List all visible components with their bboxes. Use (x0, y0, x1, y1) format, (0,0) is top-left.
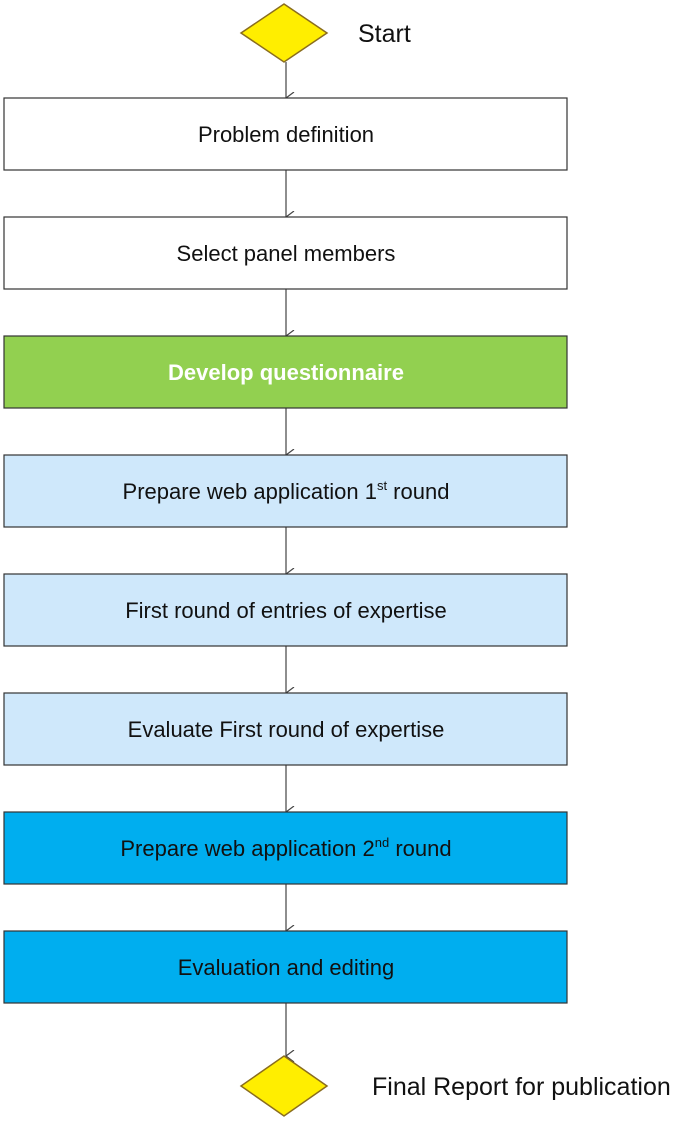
step-box-3: Develop questionnaire (3, 335, 568, 409)
start-diamond (239, 3, 329, 63)
end-label: Final Report for publication (372, 1073, 671, 1101)
step-label-main: Develop questionnaire (168, 360, 404, 385)
step-box-7: Prepare web application 2nd round (3, 811, 568, 885)
step-box-5: First round of entries of expertise (3, 573, 568, 647)
step-label: Prepare web application 2nd round (120, 835, 451, 861)
step-rect (3, 454, 568, 528)
step-rect (3, 811, 568, 885)
step-label: Evaluate First round of expertise (128, 717, 445, 742)
step-label-main: Evaluation and editing (178, 955, 395, 980)
step-rect (3, 216, 568, 290)
step-label: First round of entries of expertise (125, 598, 447, 623)
step-rect (3, 573, 568, 647)
step-box-6: Evaluate First round of expertise (3, 692, 568, 766)
step-label-main: Problem definition (198, 122, 374, 147)
step-label: Problem definition (198, 122, 374, 147)
step-rect (3, 335, 568, 409)
step-label-suffix: round (389, 836, 451, 861)
step-label: Evaluation and editing (178, 955, 395, 980)
step-label: Develop questionnaire (168, 360, 404, 385)
step-label-main: First round of entries of expertise (125, 598, 447, 623)
step-box-2: Select panel members (3, 216, 568, 290)
step-label-main: Evaluate First round of expertise (128, 717, 445, 742)
step-box-8: Evaluation and editing (3, 930, 568, 1004)
step-label-main: Select panel members (177, 241, 396, 266)
step-label-main: Prepare web application 2 (120, 836, 374, 861)
step-label: Select panel members (177, 241, 396, 266)
step-label-superscript: nd (375, 835, 389, 850)
step-rect (3, 930, 568, 1004)
start-label: Start (358, 20, 411, 48)
end-diamond (239, 1055, 329, 1117)
step-rect (3, 97, 568, 171)
step-label-superscript: st (377, 478, 388, 493)
step-rect (3, 692, 568, 766)
step-label-main: Prepare web application 1 (123, 479, 377, 504)
step-label: Prepare web application 1st round (123, 478, 450, 504)
step-box-4: Prepare web application 1st round (3, 454, 568, 528)
step-box-1: Problem definition (3, 97, 568, 171)
step-label-suffix: round (387, 479, 449, 504)
